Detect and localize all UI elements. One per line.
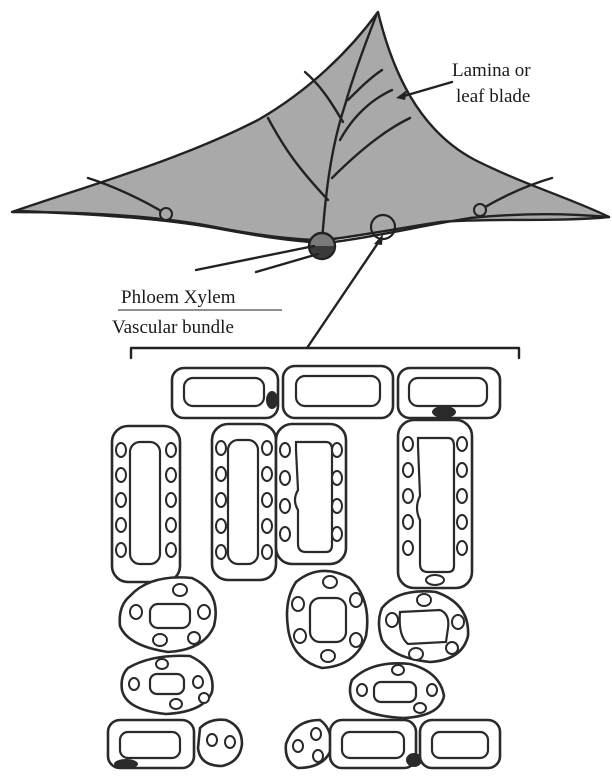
spongy-mesophyll: [120, 571, 468, 718]
lamina-label-line2: leaf blade: [456, 86, 530, 107]
lamina-label-line1: Lamina or: [452, 60, 531, 81]
leaf-blade: [12, 12, 609, 259]
palisade-layer: [112, 420, 472, 588]
lamina-shape: [12, 12, 609, 240]
vascular-bundle-label: Vascular bundle: [112, 317, 234, 338]
section-bracket: [131, 348, 519, 358]
phloem-xylem-label: Phloem Xylem: [121, 287, 236, 308]
lower-epidermis: [108, 720, 500, 769]
upper-epidermis: [172, 366, 500, 418]
cell-cross-section: [108, 366, 500, 769]
